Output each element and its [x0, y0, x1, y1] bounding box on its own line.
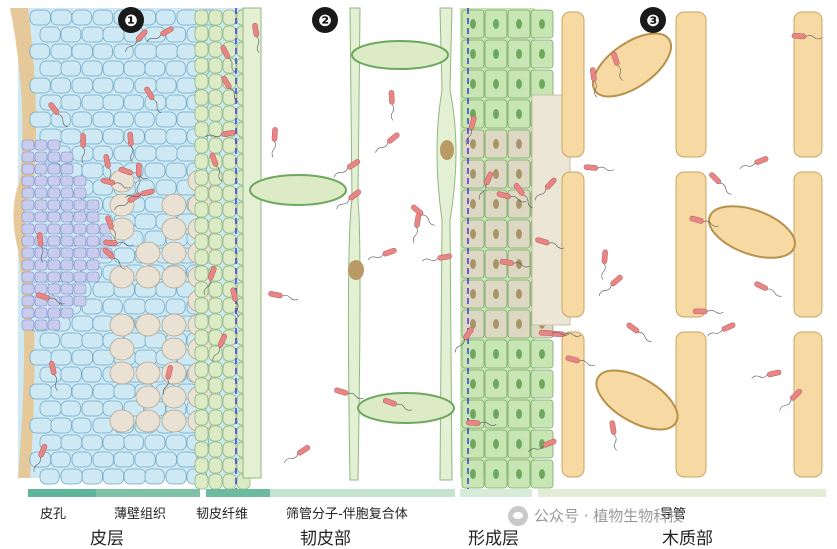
sieve-tube-left — [347, 7, 364, 481]
lenticel-cells — [21, 139, 113, 331]
watermark-text: 公众号 · 植物生物科技 — [534, 507, 684, 525]
bar-cambium — [460, 489, 532, 497]
sieve-plate-top — [351, 40, 449, 70]
sieve-plate-middle — [249, 174, 347, 206]
bar-sieve-complex — [270, 489, 455, 497]
xylem-vessels — [561, 11, 823, 478]
sieve-plate-bottom — [357, 392, 455, 424]
bar-lenticel — [28, 489, 96, 497]
marker-3: ❸ — [640, 7, 666, 33]
label-lenticel: 皮孔 — [40, 507, 67, 522]
label-cambium: 形成层 — [468, 529, 519, 549]
phloem-edge-strip — [242, 7, 262, 479]
label-vessel: 导管 — [660, 507, 687, 522]
marker-2: ❷ — [312, 7, 338, 33]
label-phloem-fiber: 韧皮纤维 — [196, 507, 249, 522]
label-parenchyma: 薄壁组织 — [114, 507, 167, 522]
watermark: 公众号 · 植物生物科技 — [508, 505, 683, 526]
bar-phloem-fiber — [206, 489, 270, 497]
marker-1: ❶ — [118, 7, 144, 33]
wechat-icon — [508, 505, 528, 526]
label-cortex: 皮层 — [90, 529, 124, 549]
bar-parenchyma — [96, 489, 200, 497]
label-sieve-complex: 筛管分子-伴胞复合体 — [286, 507, 408, 522]
bacteria — [33, 22, 823, 473]
sieve-tube-right — [436, 7, 457, 481]
label-xylem: 木质部 — [662, 529, 713, 549]
bar-xylem — [538, 489, 826, 497]
label-phloem: 韧皮部 — [300, 529, 351, 549]
